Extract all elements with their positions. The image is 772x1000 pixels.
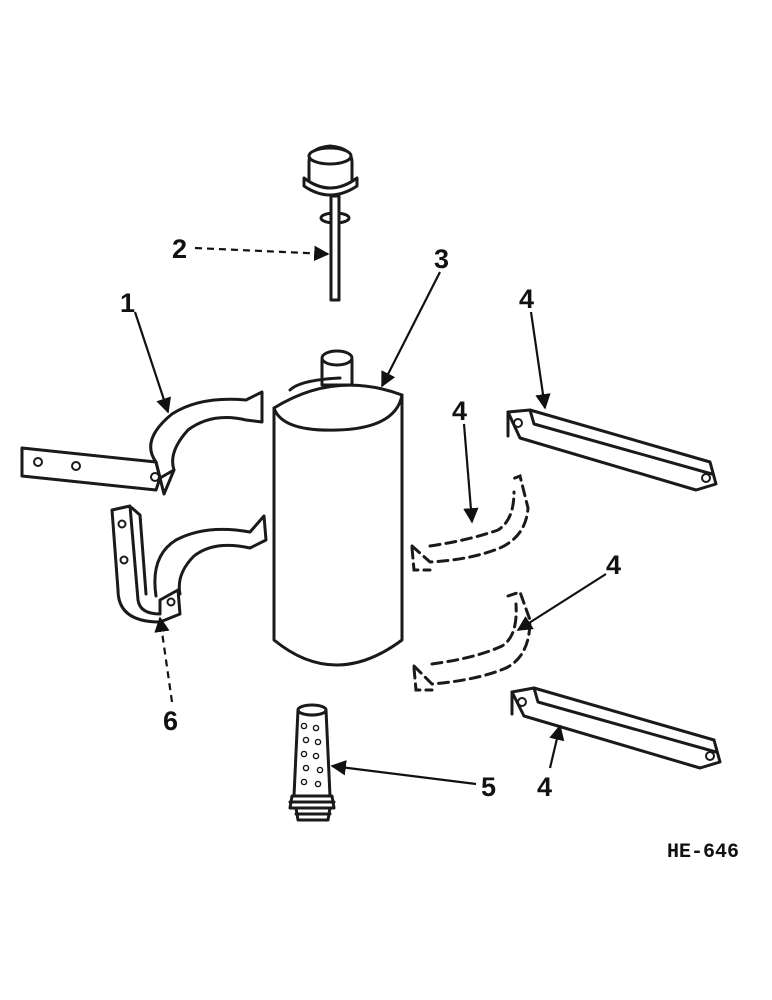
callout-4a: 4 <box>519 284 534 314</box>
filler-cap-dipstick <box>302 144 359 302</box>
leader-4c <box>516 573 607 631</box>
leader-4d <box>548 724 565 769</box>
lower-alternate-strap <box>412 590 532 692</box>
upper-straight-strap <box>506 408 718 492</box>
callout-4c: 4 <box>606 550 621 580</box>
leader-lines <box>133 245 607 786</box>
leader-2 <box>194 245 330 262</box>
callout-6: 6 <box>163 706 178 736</box>
strainer-perforations <box>300 722 324 788</box>
lower-clamp <box>110 504 268 624</box>
upper-clamp <box>20 390 264 496</box>
tank-cylinder <box>272 349 404 667</box>
callout-4b: 4 <box>452 396 467 426</box>
leader-4a <box>529 311 551 410</box>
callout-3: 3 <box>434 244 449 274</box>
leader-5 <box>330 760 477 786</box>
leader-6 <box>154 616 174 703</box>
strainer-screen <box>288 703 336 822</box>
callout-2: 2 <box>172 234 187 264</box>
lower-straight-strap <box>510 686 722 770</box>
leader-3 <box>381 271 441 388</box>
leader-1 <box>133 311 171 414</box>
callout-4d: 4 <box>537 772 552 802</box>
drawing-id: HE-646 <box>667 841 739 864</box>
callout-5: 5 <box>481 772 496 802</box>
leader-4b <box>462 423 479 524</box>
callout-1: 1 <box>120 288 135 318</box>
upper-alternate-strap <box>410 473 530 572</box>
